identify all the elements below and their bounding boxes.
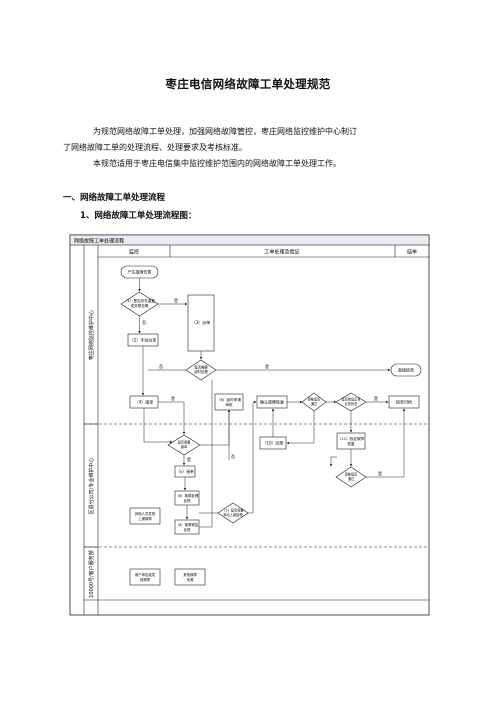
svg-text:结单归档: 结单归档 [396,399,412,405]
node-customer-report [129,568,161,586]
decision-verify-pass [335,466,367,488]
svg-text:接单: 接单 [181,444,188,449]
svg-text:是: 是 [265,363,269,369]
svg-text:确认故障恢复: 确认故障恢复 [260,399,284,405]
intro-line-3: 本规范适用于枣庄电信集中监控维护范围内的网络故障工单处理工作。 [93,159,341,168]
svg-text:其他故障: 其他故障 [183,572,197,577]
flowchart-header-title: 网络故障工单处理流程 [74,238,124,245]
svg-text:来源: 来源 [187,577,194,582]
svg-text:或关联告警: 或关联告警 [131,303,149,308]
svg-text:是否需要: 是否需要 [178,440,192,445]
node-direct-close [390,363,422,377]
svg-text:用户申告或发: 用户申告或发 [135,572,156,577]
svg-text:（11）验证故障: （11）验证故障 [338,436,365,441]
node-verify-recovery [336,432,366,450]
svg-text:审核是否: 审核是否 [308,397,322,402]
svg-text:（7）是否需要: （7）是否需要 [222,508,244,513]
svg-text:产生故障告警: 产生故障告警 [128,269,152,275]
node-archive [388,395,420,409]
svg-text:反馈: 反馈 [184,498,191,503]
node-dispatch [187,294,215,352]
svg-text:直接结单: 直接结单 [398,367,414,373]
svg-text:业务状态: 业务状态 [345,401,359,406]
column-process-label: 工单处理及验证 [264,249,299,256]
svg-text:否: 否 [231,454,235,459]
svg-text:恢复: 恢复 [347,441,355,446]
lane-customer-service: 10000号/客户服务部 [88,550,95,598]
svg-text:（10）回单: （10）回单 [262,440,283,446]
decision-need-delay [185,359,217,381]
svg-text:其他人员发现: 其他人员发现 [135,511,156,516]
svg-text:（6）故障处理: （6）故障处理 [176,493,199,498]
intro-paragraph: 为规范网络故障工单处理，加强网络故障管控，枣庄网络监控维护中心制订 了网络故障工… [63,124,435,172]
subsection-heading: 1、网络故障工单处理流程图： [80,211,197,221]
svg-text:否: 否 [142,320,146,325]
svg-text:（5）接单: （5）接单 [176,469,194,474]
svg-text:是: 是 [374,395,378,401]
section-heading: 一、网络故障工单处理流程 [63,193,166,203]
svg-text:否: 否 [159,364,163,369]
flowchart-header-bar [69,234,430,246]
svg-text:是否恢复正常: 是否恢复正常 [341,397,360,402]
lane-district: 区县分公司/专业维护中心 [88,458,95,515]
svg-text:审核是否: 审核是否 [345,472,359,477]
svg-text:通过: 通过 [311,401,318,406]
svg-text:反馈: 反馈 [184,527,191,532]
svg-text:现故障: 现故障 [140,577,151,582]
svg-text:是否需要: 是否需要 [194,365,208,370]
node-delay-approval [214,393,244,411]
svg-text:上报故障: 上报故障 [138,516,152,521]
flowchart-frame [69,234,430,616]
svg-text:是: 是 [187,456,191,462]
svg-text:延时处理: 延时处理 [194,369,208,374]
svg-text:是: 是 [171,395,175,401]
svg-text:（3）派单: （3）派单 [192,319,211,325]
node-other-source [174,568,206,586]
intro-line-2: 了网络故障工单的处理流程、处理要求及考核标准。 [63,143,247,152]
svg-text:通过: 通过 [348,476,355,481]
svg-text:（8）故障修复: （8）故障修复 [176,522,199,527]
page-title: 枣庄电信网络故障工单处理规范 [165,77,331,91]
column-monitor-label: 监控 [129,249,139,256]
svg-text:（1）是否存在重复: （1）是否存在重复 [124,298,155,303]
lane-monitor-center: 枣庄网络监控维护中心 [88,310,95,360]
svg-text:是: 是 [378,470,382,476]
svg-text:是: 是 [174,297,178,303]
column-close-label: 结单 [407,249,417,256]
decision-need-transfer [217,502,249,524]
svg-text:（2）手动派单: （2）手动派单 [130,337,157,343]
svg-text:转派上级处理: 转派上级处理 [223,512,243,517]
node-other-report [129,507,161,525]
svg-text:（4）接单: （4）接单 [135,399,154,405]
svg-text:审批: 审批 [225,402,233,407]
svg-text:（6）延时申请: （6）延时申请 [217,397,241,402]
intro-line-1: 为规范网络故障工单处理，加强网络故障管控，枣庄网络监控维护中心制订 [93,127,357,136]
